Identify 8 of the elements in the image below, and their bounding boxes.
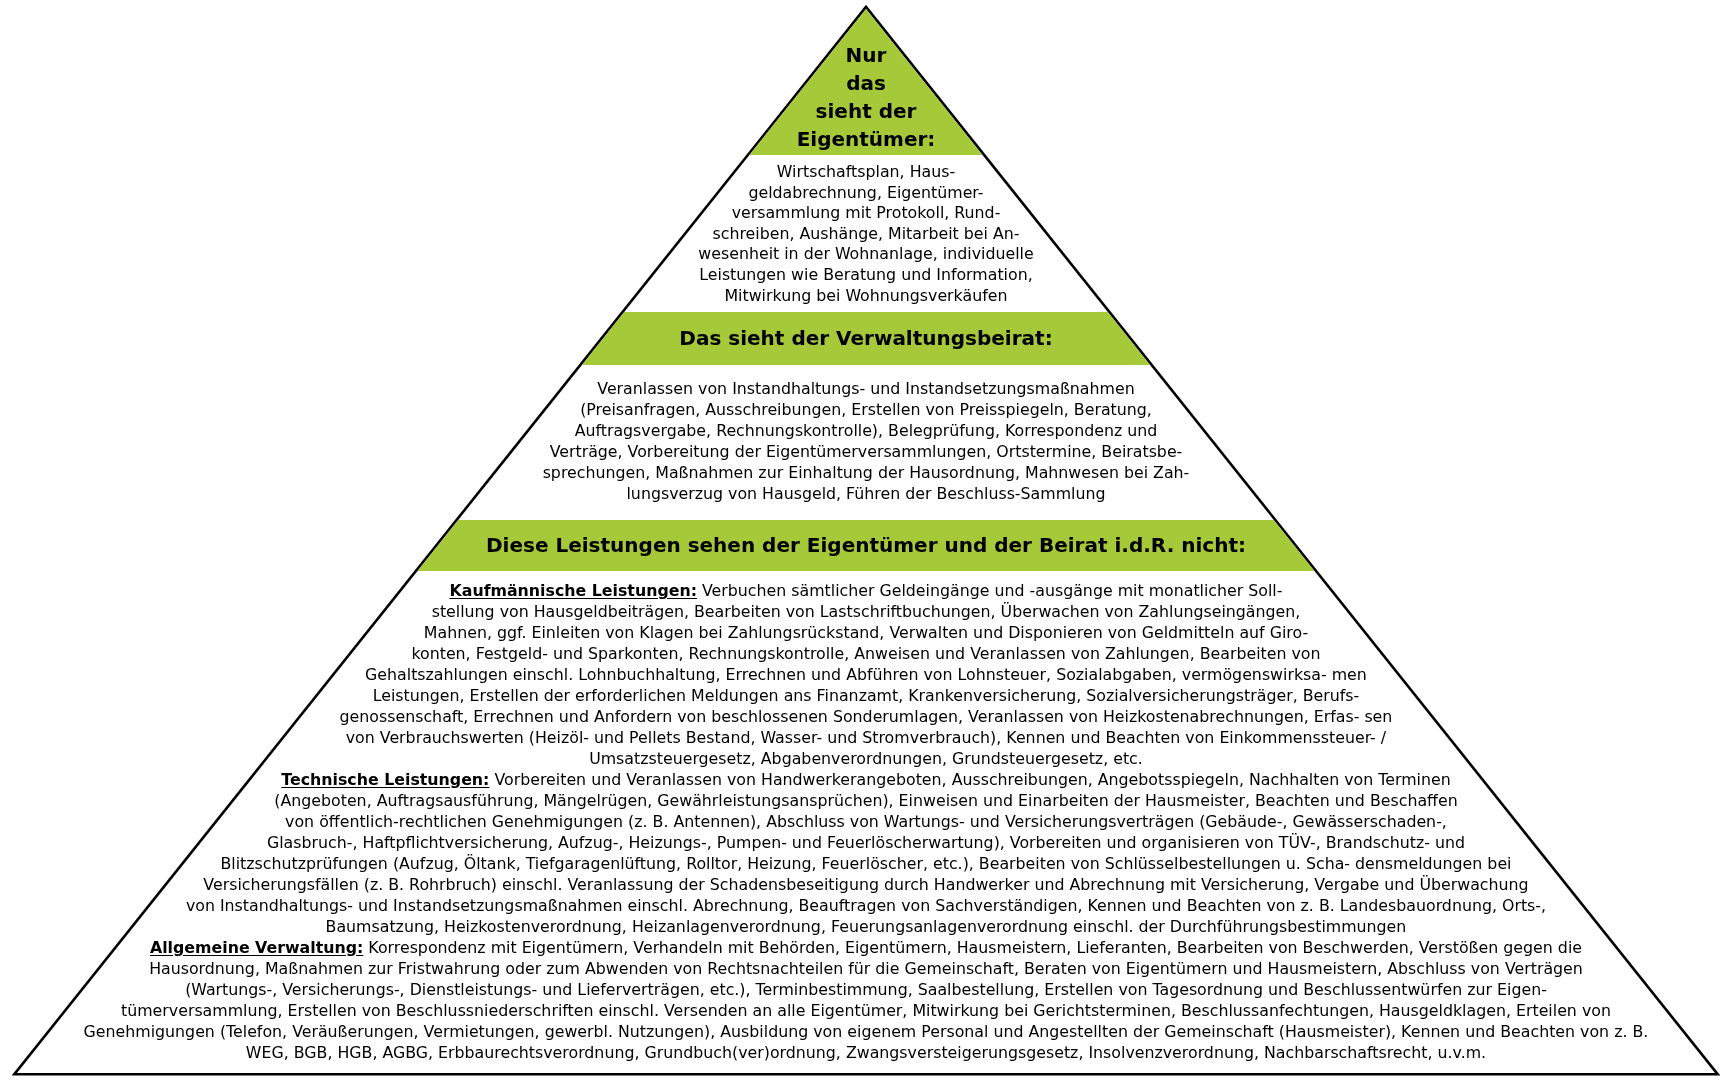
tier-description: Technische Leistungen: Vorbereiten und Veranlassen von Handwerkerangeboten, Ausschreibungen, Angebotsspiegeln, Nachhalten von Terminen (Angeboten, Auftragsausführung, Mängelrügen, Gewährleistungsansprüchen), Einweisen und Einarbeiten der Hausmeister, Beachten und Beschaffen von öffentlich-rechtlichen Genehmigungen (z. B. Antennen), Abschluss von Wartungs- und Versicherungsverträgen (Gebäude-, Gewässerschaden-, Glasbruch-, Haftpflichtversicherung, Aufzug-, Heizungs-, Pumpen- und Feuerlöscherwartung), Vorbereiten und organisieren von TÜV-, Brandschutz- und Blitzschutzprüfungen (Aufzug, Öltank, Tiefgaragenlüftung, Rolltor, Heizung, Feuerlöscher, etc.), Bearbeiten von Schlüsselbestellungen u. Scha- densmeldungen bei Versicherungsfällen (z. B. Rohrbruch) einschl. Veranlassung der Schadensbeseitigung durch Handwerker und Abrechnung mit Versicherung, Vergabe und Überwachung von Instandhaltungs- und Instandsetzungsmaßnahmen einschl. Abrechnung, Beauftragen von Sachverständigen, Kennen und Beachten von z. B. Landesbauordnung, Orts-, Baumsatzung, Heizkostenverordnung, Heizanlagenverordnung, Feuerungsanlagenverordnung einschl. der Durchführungsbestimmungen <box>185 770 1547 936</box>
tier-description: Kaufmännische Leistungen: Verbuchen sämtlicher Geldeingänge und -ausgänge mit monatlicher Soll- stellung von Hausgeldbeiträgen, Bearbeiten von Lastschriftbuchungen, Überwachen von Zahlungseingängen, Mahnen, ggf. Einleiten von Klagen bei Zahlungsrückstand, Verwalten und Disponieren von Geldmitteln auf Giro- konten, Festgeld- und Sparkonten, Rechnungskontrolle, Anweisen und Veranlassen von Zahlungen, Bearbeiten von Gehaltszahlungen einschl. Lohnbuchhaltung, Errechnen und Abführen von Lohnsteuer, Sozialabgaben, vermögenswirksa- men Leistungen, Erstellen der erforderlichen Meldungen ans Finanzamt, Krankenversicherung, Sozialversicherungsträger, Berufs- genossenschaft, Errechnen und Anfordern von beschlossenen Sonderumlagen, Veranlassen von Heizkostenabrechnungen, Erfas- sen von Verbrauchswerten (Heizöl- und Pellets Bestand, Wasser- und Stromverbrauch), Kennen und Beachten von Einkommenssteuer- / Umsatzsteuergesetz, Abgabenverordnungen, Grundsteuergesetz, etc. <box>339 581 1393 768</box>
tier-heading: Nur das sieht der Eigentümer: <box>796 43 936 151</box>
tier-description: Veranlassen von Instandhaltungs- und Instandsetzungsmaßnahmen (Preisanfragen, Ausschreibungen, Erstellen von Preisspiegeln, Beratung, Auftragsvergabe, Rechnungskontrolle), Belegprüfung, Korrespondenz und Verträge, Vorbereitung der Eigentümerversammlungen, Ortstermine, Beiratsbe- sprechungen, Maßnahmen zur Einhaltung der Hausordnung, Mahnwesen bei Zah- lungsverzug von Hausgeld, Führen der Beschluss-Sammlung <box>542 379 1190 503</box>
tier-description: Allgemeine Verwaltung: Korrespondenz mit Eigentümern, Verhandeln mit Behörden, Eigentümern, Hausmeistern, Lieferanten, Bearbeiten von Beschwerden, Verstößen gegen die Hausordnung, Maßnahmen zur Fristwahrung oder zum Abwenden von Rechtsnachteilen für die Gemeinschaft, Beraten von Eigentümern und Hausmeistern, Abschluss von Verträgen (Wartungs-, Versicherungs-, Dienstleistungs- und Lieferverträgen, etc.), Terminbestimmung, Saalbestellung, Erstellen von Tagesordnung und Beschlussentwürfen zur Eigen- tümerversammlung, Erstellen von Beschlussniederschriften einschl. Versenden an alle Eigentümer, Mitwirkung bei Gerichtsterminen, Beschlussanfechtungen, Hausgeldklagen, Erteilen von Genehmigungen (Telefon, Veräußerungen, Vermietungen, gewerbl. Nutzungen), Ausbildung von eigenem Personal und Angestellten der Gemeinschaft (Hausmeister), Kennen und Beachten von z. B. WEG, BGB, HGB, AGBG, Erbbaurechtsverordnung, Grundbuch(ver)ordnung, Zwangsversteigerungsgesetz, Insolvenzverordnung, Nachbarschaftsrecht, u.v.m. <box>83 938 1649 1062</box>
tier-heading: Das sieht der Verwaltungsbeirat: <box>679 326 1053 350</box>
tier-description: Wirtschaftsplan, Haus- geldabrechnung, Eigentümer- versammlung mit Protokoll, Rund- schreiben, Aushänge, Mitarbeit bei An- wesenheit in der Wohnanlage, individuelle Leistungen wie Beratung und Information, Mitwirkung bei Wohnungsverkäufen <box>698 162 1034 305</box>
tier-heading: Diese Leistungen sehen der Eigentümer und der Beirat i.d.R. nicht: <box>486 533 1246 557</box>
